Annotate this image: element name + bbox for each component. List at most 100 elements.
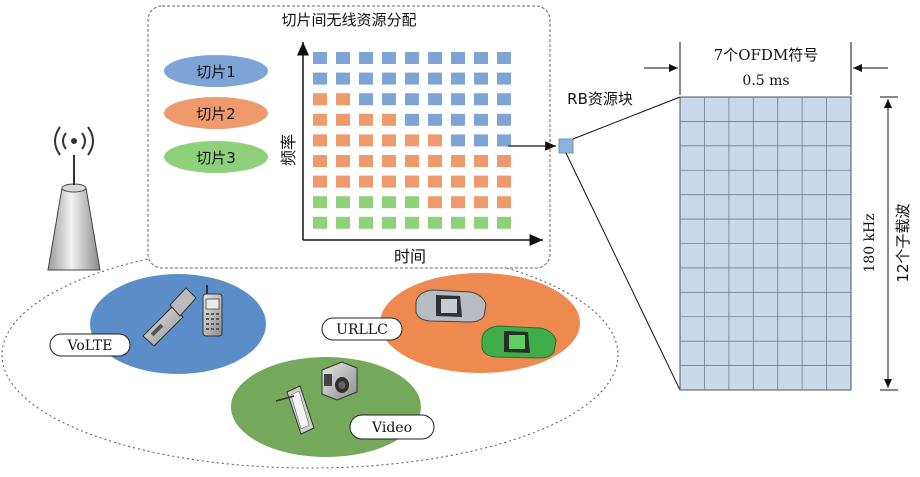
rb-time-label: 7个OFDM符号 (714, 46, 819, 64)
resource-block-slice-1 (359, 72, 373, 85)
rb-freq-value: 180 kHz (862, 213, 878, 272)
resource-block-slice-2 (382, 113, 396, 126)
projection-line-bottom (565, 152, 681, 391)
resource-block-slice-1 (359, 52, 373, 64)
resource-block-slice-3 (336, 196, 350, 209)
flip-phone-icon (142, 287, 197, 347)
rb-grid (679, 96, 852, 391)
resource-block-slice-1 (451, 52, 465, 64)
resource-block-slice-3 (474, 216, 488, 229)
resource-block-slice-1 (336, 72, 350, 85)
resource-block-slice-2 (313, 134, 327, 147)
resource-block-slice-1 (474, 52, 488, 64)
resource-block-slice-2 (428, 155, 442, 167)
resource-block-slice-2 (313, 155, 327, 167)
resource-block-slice-2 (336, 134, 350, 147)
resource-block-slice-3 (428, 216, 442, 229)
resource-block-slice-1 (451, 113, 465, 126)
resource-block-slice-2 (336, 175, 350, 188)
resource-block-slice-2 (359, 155, 373, 167)
legend-slice-1-label: 切片1 (196, 63, 236, 81)
resource-block-slice-1 (474, 72, 488, 85)
legend-slice-2-label: 切片2 (196, 105, 236, 123)
resource-block-slice-3 (497, 216, 511, 229)
resource-block-slice-2 (336, 113, 350, 126)
mobile-phone-icon (202, 285, 223, 337)
rb-freq-label: 12个子载波 (894, 203, 912, 282)
resource-block-slice-1 (313, 52, 327, 64)
resource-block-slice-2 (428, 196, 442, 209)
rb-small-block (558, 138, 574, 154)
resource-block-slice-1 (382, 52, 396, 64)
resource-block-slice-2 (474, 155, 488, 167)
resource-block-slice-3 (382, 196, 396, 209)
resource-block-slice-3 (405, 216, 419, 229)
resource-block-slice-2 (313, 93, 327, 106)
legend-slice-3: 切片3 (164, 141, 268, 173)
resource-block-slice-1 (382, 72, 396, 85)
urllc-label: URLLC (336, 322, 388, 338)
resource-block-slice-3 (359, 196, 373, 209)
resource-block-slice-2 (474, 175, 488, 188)
resource-block-slice-3 (382, 216, 396, 229)
legend-slice-1: 切片1 (164, 55, 268, 87)
resource-block-slice-2 (428, 175, 442, 188)
resource-block-slice-1 (474, 113, 488, 126)
resource-block-slice-3 (359, 216, 373, 229)
projection-line-top (572, 96, 681, 140)
volte-label: VoLTE (67, 338, 113, 354)
resource-block-slice-2 (359, 134, 373, 147)
resource-block-slice-2 (336, 155, 350, 167)
gray-car-icon (415, 289, 487, 323)
resource-block-slice-1 (313, 72, 327, 85)
resource-block-slice-2 (382, 134, 396, 147)
green-car-icon (481, 325, 557, 359)
resource-block-slice-1 (359, 93, 373, 106)
resource-block-slice-1 (474, 93, 488, 106)
resource-block-slice-1 (428, 52, 442, 64)
video-camera-icon (321, 361, 358, 401)
resource-block-slice-1 (451, 93, 465, 106)
resource-block-slice-2 (497, 175, 511, 188)
resource-block-slice-1 (405, 72, 419, 85)
resource-block-slice-2 (497, 196, 511, 209)
resource-block-slice-2 (497, 155, 511, 167)
resource-block-slice-3 (313, 216, 327, 229)
resource-block-slice-3 (405, 196, 419, 209)
resource-block-slice-1 (497, 134, 511, 147)
volte-label-box: VoLTE (49, 333, 131, 357)
resource-block-slice-2 (405, 155, 419, 167)
resource-block-slice-1 (474, 134, 488, 147)
resource-block-slice-1 (451, 72, 465, 85)
resource-block-slice-2 (359, 113, 373, 126)
rb-label: RB资源块 (567, 90, 633, 108)
resource-block-slice-1 (497, 52, 511, 64)
resource-block-slice-2 (405, 134, 419, 147)
resource-block-slice-1 (428, 113, 442, 126)
urllc-area (380, 273, 580, 373)
y-axis-label: 频率 (279, 134, 298, 166)
resource-block-slice-2 (359, 175, 373, 188)
resource-block-slice-2 (313, 113, 327, 126)
video-label: Video (371, 420, 412, 436)
tablet-icon (275, 385, 315, 435)
video-label-box: Video (349, 414, 435, 440)
resource-block-slice-2 (405, 175, 419, 188)
resource-block-slice-2 (382, 175, 396, 188)
resource-block-slice-1 (382, 93, 396, 106)
legend-slice-2: 切片2 (164, 97, 268, 129)
legend-slice-3-label: 切片3 (196, 149, 236, 167)
urllc-label-box: URLLC (321, 317, 403, 341)
resource-block-slice-3 (451, 216, 465, 229)
x-axis-label: 时间 (394, 247, 426, 266)
base-station-icon (47, 126, 101, 271)
resource-block-slice-3 (313, 196, 327, 209)
resource-block-slice-2 (313, 175, 327, 188)
resource-block-slice-1 (497, 93, 511, 106)
resource-block-slice-1 (497, 113, 511, 126)
resource-block-slice-1 (405, 113, 419, 126)
resource-block-slice-3 (336, 216, 350, 229)
resource-block-slice-1 (405, 93, 419, 106)
resource-block-slice-2 (451, 175, 465, 188)
